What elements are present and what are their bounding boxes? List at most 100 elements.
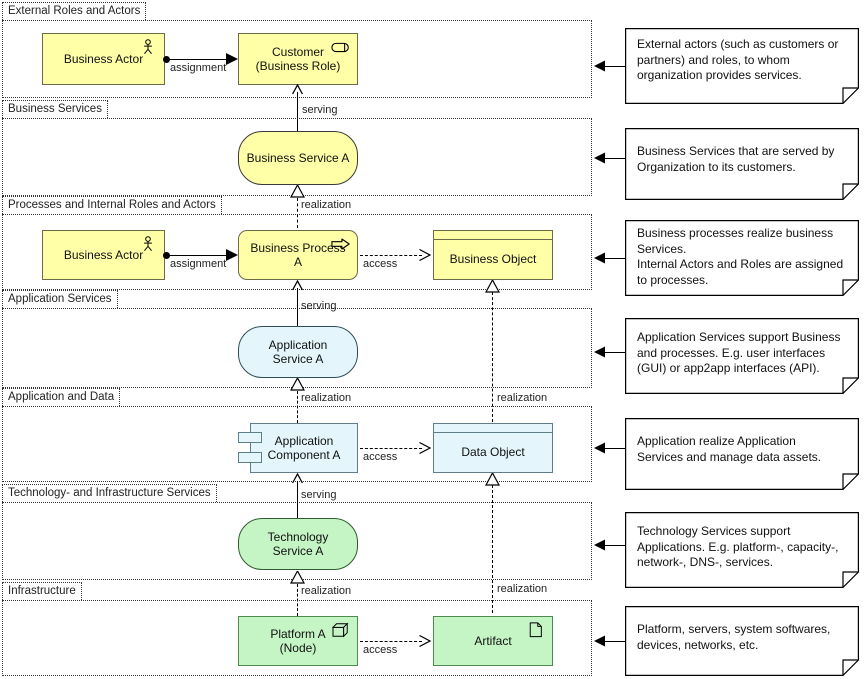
relation-label-access-3: access — [363, 644, 398, 656]
actor-icon — [144, 39, 152, 54]
relation-label-assignment-2: assignment — [170, 258, 227, 270]
relation-label-access-1: access — [363, 258, 398, 270]
relation-assignment-actor-customer — [166, 58, 236, 60]
note-connector-1 — [600, 65, 626, 67]
relation-label-serving-1: serving — [302, 104, 338, 116]
element-customer-business-role[interactable]: Customer (Business Role) — [238, 33, 358, 85]
note-text: External actors (such as customers or pa… — [637, 37, 839, 82]
note-application-services: Application Services support Business an… — [625, 318, 859, 394]
serving-arrowhead-1 — [292, 84, 303, 95]
note-shape — [625, 220, 859, 296]
relation-realization-platform-techsvc — [297, 584, 298, 616]
note-arrowhead-3 — [594, 252, 605, 264]
note-text: Technology Services support Applications… — [637, 524, 839, 569]
access-arrowhead-3 — [419, 635, 432, 647]
element-business-actor-internal[interactable]: Business Actor — [42, 230, 165, 280]
element-business-object[interactable]: Business Object — [433, 230, 553, 280]
element-label: Application Component A — [267, 434, 341, 462]
note-application-and-data: Application realize Application Services… — [625, 418, 859, 490]
note-shape — [625, 606, 859, 676]
actor-icon — [144, 236, 152, 251]
note-arrowhead-4 — [594, 346, 605, 358]
element-application-component-a[interactable]: Application Component A — [238, 423, 358, 473]
realization-arrowhead-3 — [290, 378, 305, 391]
band-label-infrastructure: Infrastructure — [2, 582, 82, 600]
element-application-service-a[interactable]: Application Service A — [238, 326, 358, 378]
element-business-service-a[interactable]: Business Service A — [238, 131, 358, 185]
element-label: Customer (Business Role) — [255, 45, 341, 73]
relation-label-assignment-1: assignment — [170, 62, 227, 74]
element-label: Technology Service A — [267, 530, 329, 558]
relation-label-realization-dataobj: realization — [497, 392, 548, 404]
role-icon — [331, 42, 349, 53]
relation-label-access-2: access — [363, 451, 398, 463]
access-arrowhead-1 — [419, 249, 432, 261]
note-arrowhead-2 — [594, 152, 605, 164]
note-shape — [625, 418, 859, 490]
note-infrastructure: Platform, servers, system softwares, dev… — [625, 606, 859, 676]
relation-realization-dataobj-bizobj — [492, 292, 493, 422]
note-arrowhead-1 — [594, 60, 605, 72]
relation-access-process-bizobj — [360, 254, 422, 256]
relation-assignment-actor-process — [166, 254, 236, 256]
assignment-arrowhead — [226, 249, 238, 261]
relation-access-component-dataobj — [360, 447, 422, 449]
element-label: Business Process A — [250, 241, 346, 269]
assignment-ball — [163, 251, 170, 259]
note-connector-4 — [600, 351, 626, 353]
note-shape — [625, 128, 859, 200]
note-connector-2 — [600, 157, 626, 159]
object-header-bar — [434, 424, 552, 433]
note-technology-services: Technology Services support Applications… — [625, 512, 859, 588]
element-artifact[interactable]: Artifact — [433, 616, 553, 666]
object-header-bar — [434, 231, 552, 240]
process-arrow-icon — [331, 238, 350, 250]
relation-serving-bizsvc-customer — [297, 92, 299, 131]
note-external-roles: External actors (such as customers or pa… — [625, 28, 859, 104]
element-platform-a-node[interactable]: Platform A (Node) — [238, 616, 358, 666]
note-arrowhead-5 — [594, 442, 605, 454]
note-connector-6 — [600, 544, 626, 546]
assignment-arrowhead — [226, 53, 238, 65]
relation-label-realization-3: realization — [301, 585, 352, 597]
relation-label-serving-2: serving — [301, 300, 337, 312]
band-label-application-services: Application Services — [2, 290, 118, 308]
note-arrowhead-6 — [594, 539, 605, 551]
access-arrowhead-2 — [419, 442, 432, 454]
serving-arrowhead-3 — [292, 473, 303, 484]
component-icon — [238, 452, 262, 463]
note-shape — [625, 28, 859, 104]
realization-arrowhead-5 — [290, 571, 305, 584]
band-label-external-roles: External Roles and Actors — [2, 2, 147, 20]
element-technology-service-a[interactable]: Technology Service A — [238, 518, 358, 570]
relation-label-serving-3: serving — [301, 489, 337, 501]
relation-realization-artifact-dataobj — [492, 485, 493, 613]
relation-label-realization-1: realization — [301, 199, 352, 211]
note-shape — [625, 512, 859, 588]
serving-arrowhead-2 — [292, 280, 303, 291]
element-data-object[interactable]: Data Object — [433, 423, 553, 473]
element-label: Business Actor — [63, 248, 144, 262]
note-connector-5 — [600, 447, 626, 449]
relation-access-platform-artifact — [360, 640, 422, 642]
note-text: Application Services support Business an… — [637, 330, 841, 375]
relation-serving-techsvc-component — [297, 481, 299, 518]
element-label: Business Actor — [63, 52, 144, 66]
note-text: Application realize Application Services… — [637, 434, 822, 464]
realization-arrowhead-1 — [290, 185, 305, 198]
relation-serving-appsvc-process — [297, 288, 299, 326]
note-connector-3 — [600, 257, 626, 259]
note-arrowhead-7 — [594, 635, 605, 647]
assignment-ball — [163, 55, 170, 63]
relation-realization-process-bizsvc — [297, 198, 298, 228]
element-business-actor-external[interactable]: Business Actor — [42, 33, 165, 85]
realization-arrowhead-2 — [485, 280, 500, 293]
artifact-document-icon — [529, 622, 542, 638]
band-label-processes-internal-roles: Processes and Internal Roles and Actors — [2, 196, 222, 214]
element-label: Platform A (Node) — [270, 627, 326, 655]
note-processes: Business processes realize business Serv… — [625, 220, 859, 296]
element-business-process-a[interactable]: Business Process A — [238, 230, 358, 280]
element-label: Application Service A — [268, 338, 328, 366]
element-label: Business Service A — [246, 151, 350, 165]
